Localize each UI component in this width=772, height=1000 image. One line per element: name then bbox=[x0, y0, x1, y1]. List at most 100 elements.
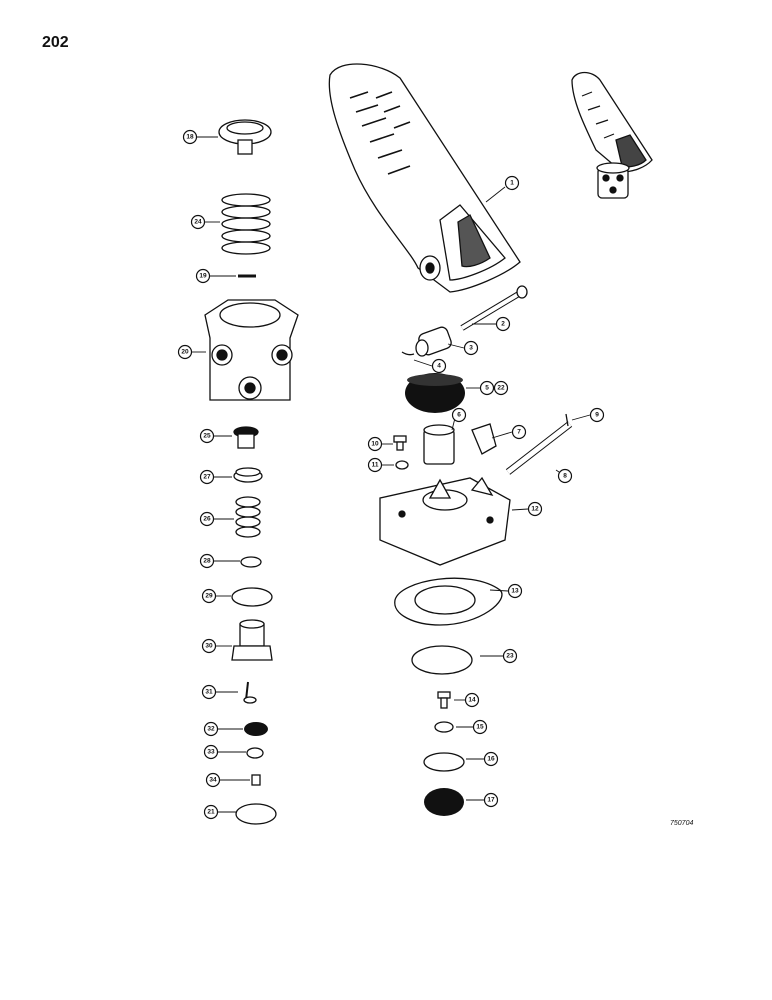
callout-19: 19 bbox=[195, 268, 211, 284]
o-ring-29 bbox=[231, 587, 273, 607]
piston-30 bbox=[231, 619, 273, 661]
roller bbox=[471, 423, 497, 455]
callout-20: 20 bbox=[177, 344, 193, 360]
callout-27: 27 bbox=[199, 469, 215, 485]
callout-label-9: 9 bbox=[595, 412, 599, 419]
callout-28: 28 bbox=[199, 553, 215, 569]
callout-label-27: 27 bbox=[203, 474, 211, 481]
callout-13: 13 bbox=[507, 583, 523, 599]
brake-pedal-assembly-inset bbox=[571, 71, 653, 199]
callout-3: 3 bbox=[463, 340, 479, 356]
callout-label-10: 10 bbox=[371, 441, 379, 448]
callout-label-33: 33 bbox=[207, 749, 215, 756]
callout-15: 15 bbox=[472, 719, 488, 735]
callout-30: 30 bbox=[201, 638, 217, 654]
mounting-plate bbox=[379, 476, 511, 566]
callout-6: 6 bbox=[451, 407, 467, 423]
washer-33 bbox=[246, 747, 264, 759]
callout-label-13: 13 bbox=[511, 588, 519, 595]
callout-label-19: 19 bbox=[199, 273, 207, 280]
callout-10: 10 bbox=[367, 436, 383, 452]
callout-label-3: 3 bbox=[469, 345, 473, 352]
callout-label-28: 28 bbox=[203, 558, 211, 565]
brake-pedal bbox=[328, 63, 521, 293]
callout-label-31: 31 bbox=[205, 689, 213, 696]
callout-label-29: 29 bbox=[205, 593, 213, 600]
callout-label-17: 17 bbox=[487, 797, 495, 804]
snap-ring-21 bbox=[235, 803, 277, 825]
callout-label-22: 22 bbox=[497, 385, 505, 392]
callout-5: 5 bbox=[479, 380, 495, 396]
callout-label-30: 30 bbox=[205, 643, 213, 650]
callout-22: 22 bbox=[493, 380, 509, 396]
callout-31: 31 bbox=[201, 684, 217, 700]
pivot-pin bbox=[460, 285, 528, 331]
callout-label-23: 23 bbox=[506, 653, 514, 660]
spring-26 bbox=[235, 496, 261, 538]
rubber-boot bbox=[405, 373, 465, 413]
screw-34 bbox=[251, 774, 261, 786]
callout-29: 29 bbox=[201, 588, 217, 604]
washer-11 bbox=[395, 460, 409, 470]
callout-label-21: 21 bbox=[207, 809, 215, 816]
callout-label-1: 1 bbox=[510, 180, 514, 187]
callout-label-14: 14 bbox=[468, 697, 476, 704]
washer-16 bbox=[423, 752, 465, 772]
callout-12: 12 bbox=[527, 501, 543, 517]
retainer-27 bbox=[233, 467, 263, 483]
washer-15 bbox=[434, 721, 454, 733]
callout-8: 8 bbox=[557, 468, 573, 484]
cap-17 bbox=[424, 788, 464, 816]
callout-34: 34 bbox=[205, 772, 221, 788]
callout-7: 7 bbox=[511, 424, 527, 440]
gasket bbox=[394, 577, 503, 626]
valve-stem-31 bbox=[243, 681, 257, 704]
o-ring-28 bbox=[240, 556, 262, 568]
callout-17: 17 bbox=[483, 792, 499, 808]
callout-label-12: 12 bbox=[531, 506, 539, 513]
page-number: 202 bbox=[42, 34, 69, 51]
callout-label-11: 11 bbox=[372, 462, 379, 469]
pin-9 bbox=[565, 413, 569, 427]
leader-lines bbox=[192, 136, 591, 813]
callout-14: 14 bbox=[464, 692, 480, 708]
callout-label-8: 8 bbox=[563, 473, 567, 480]
callout-9: 9 bbox=[589, 407, 605, 423]
callout-1: 1 bbox=[504, 175, 520, 191]
cotter-pin bbox=[401, 351, 415, 356]
callout-18: 18 bbox=[182, 129, 198, 145]
callout-23: 23 bbox=[502, 648, 518, 664]
callout-16: 16 bbox=[483, 751, 499, 767]
callout-label-5: 5 bbox=[485, 385, 489, 392]
callout-label-15: 15 bbox=[476, 724, 484, 731]
callout-label-6: 6 bbox=[457, 412, 461, 419]
callout-label-26: 26 bbox=[203, 516, 211, 523]
figure-code: 750704 bbox=[670, 820, 694, 827]
o-ring-23 bbox=[411, 645, 473, 675]
callout-label-4: 4 bbox=[437, 363, 441, 370]
spring-24 bbox=[221, 193, 271, 255]
roller-pin bbox=[505, 421, 573, 475]
valve-body-20 bbox=[204, 299, 299, 401]
callout-label-25: 25 bbox=[203, 433, 211, 440]
callout-24: 24 bbox=[190, 214, 206, 230]
cover-18 bbox=[218, 119, 272, 155]
callout-label-18: 18 bbox=[186, 134, 194, 141]
callout-21: 21 bbox=[203, 804, 219, 820]
bolt-14 bbox=[437, 691, 451, 709]
callout-4: 4 bbox=[431, 358, 447, 374]
callout-label-34: 34 bbox=[209, 777, 217, 784]
callout-33: 33 bbox=[203, 744, 219, 760]
callout-label-16: 16 bbox=[487, 756, 495, 763]
plunger bbox=[423, 424, 455, 465]
callout-label-2: 2 bbox=[501, 321, 505, 328]
callout-label-32: 32 bbox=[207, 726, 215, 733]
callout-25: 25 bbox=[199, 428, 215, 444]
callout-32: 32 bbox=[203, 721, 219, 737]
callout-26: 26 bbox=[199, 511, 215, 527]
callout-label-7: 7 bbox=[517, 429, 521, 436]
clevis bbox=[415, 326, 452, 357]
callout-label-24: 24 bbox=[194, 219, 202, 226]
bolt-10 bbox=[393, 435, 407, 451]
